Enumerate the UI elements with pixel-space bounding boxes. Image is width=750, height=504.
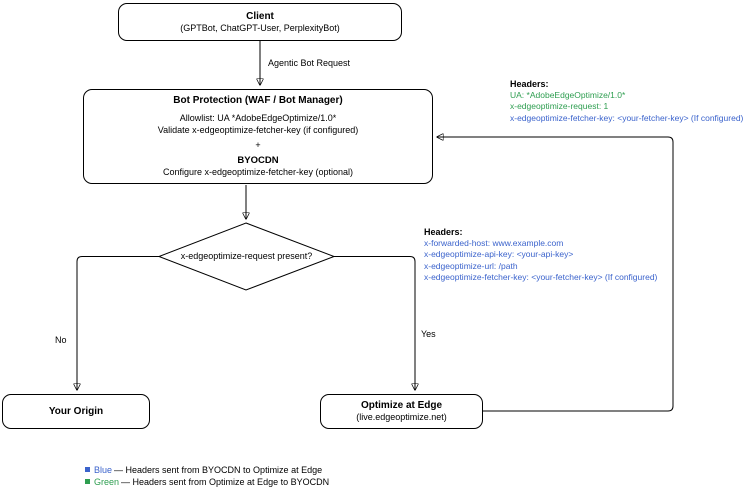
header-line-fetcher-key: x-edgeoptimize-fetcher-key: <your-fetche… — [424, 271, 658, 282]
header-line-ua: UA: *AdobeEdgeOptimize/1.0* — [510, 90, 626, 101]
node-your-origin-title: Your Origin — [48, 405, 104, 417]
edge-label-no: No — [55, 335, 67, 345]
legend: Blue— Headers sent from BYOCDN to Optimi… — [85, 464, 329, 488]
node-client: Client (GPTBot, ChatGPT-User, Perplexity… — [118, 3, 402, 41]
node-client-title: Client — [246, 10, 274, 22]
bot-protection-byocdn-line: Configure x-edgeoptimize-fetcher-key (op… — [162, 167, 354, 177]
legend-swatch-blue-icon — [85, 467, 90, 472]
headers-annotation-title: Headers: — [510, 79, 549, 89]
headers-annotation-title: Headers: — [424, 227, 463, 237]
bot-protection-plus: + — [255, 140, 261, 150]
legend-text-green: — Headers sent from Optimize at Edge to … — [121, 477, 330, 487]
node-optimize-at-edge: Optimize at Edge (live.edgeoptimize.net) — [320, 394, 483, 429]
node-bot-protection: Bot Protection (WAF / Bot Manager) Allow… — [83, 89, 433, 184]
header-line-request: x-edgeoptimize-request: 1 — [510, 101, 609, 112]
header-line-api-key: x-edgeoptimize-api-key: <your-api-key> — [424, 249, 574, 260]
legend-item-green: Green— Headers sent from Optimize at Edg… — [85, 476, 329, 488]
legend-item-blue: Blue— Headers sent from BYOCDN to Optimi… — [85, 464, 329, 476]
node-your-origin: Your Origin — [2, 394, 150, 429]
connector-decision-no-to-origin — [77, 256, 159, 391]
bot-protection-allowlist-line: Allowlist: UA *AdobeEdgeOptimize/1.0* — [179, 113, 337, 123]
node-bot-protection-title: Bot Protection (WAF / Bot Manager) — [173, 95, 343, 106]
decision-label: x-edgeoptimize-request present? — [180, 251, 313, 261]
node-optimize-at-edge-subtitle: (live.edgeoptimize.net) — [356, 412, 447, 422]
legend-text-blue: — Headers sent from BYOCDN to Optimize a… — [114, 465, 323, 475]
header-line-forwarded-host: x-forwarded-host: www.example.com — [424, 238, 564, 249]
header-line-url: x-edgeoptimize-url: /path — [424, 260, 518, 271]
edge-label-agentic-bot-request: Agentic Bot Request — [268, 58, 351, 68]
bot-protection-byocdn-title: BYOCDN — [237, 155, 279, 166]
connector-decision-yes-to-optimize — [334, 256, 415, 391]
node-optimize-at-edge-title: Optimize at Edge — [360, 400, 443, 411]
legend-swatch-green-icon — [85, 479, 90, 484]
headers-annotation-to-byocdn: Headers: UA: *AdobeEdgeOptimize/1.0* x-e… — [510, 79, 743, 124]
legend-name-green: Green — [94, 477, 120, 487]
header-line-fetcher-key: x-edgeoptimize-fetcher-key: <your-fetche… — [510, 112, 744, 123]
bot-protection-validate-line: Validate x-edgeoptimize-fetcher-key (if … — [157, 124, 359, 135]
legend-name-blue: Blue — [94, 465, 113, 475]
edge-label-yes: Yes — [421, 329, 436, 339]
headers-annotation-to-optimize: Headers: x-forwarded-host: www.example.c… — [424, 227, 657, 283]
node-client-subtitle: (GPTBot, ChatGPT-User, PerplexityBot) — [180, 22, 340, 33]
